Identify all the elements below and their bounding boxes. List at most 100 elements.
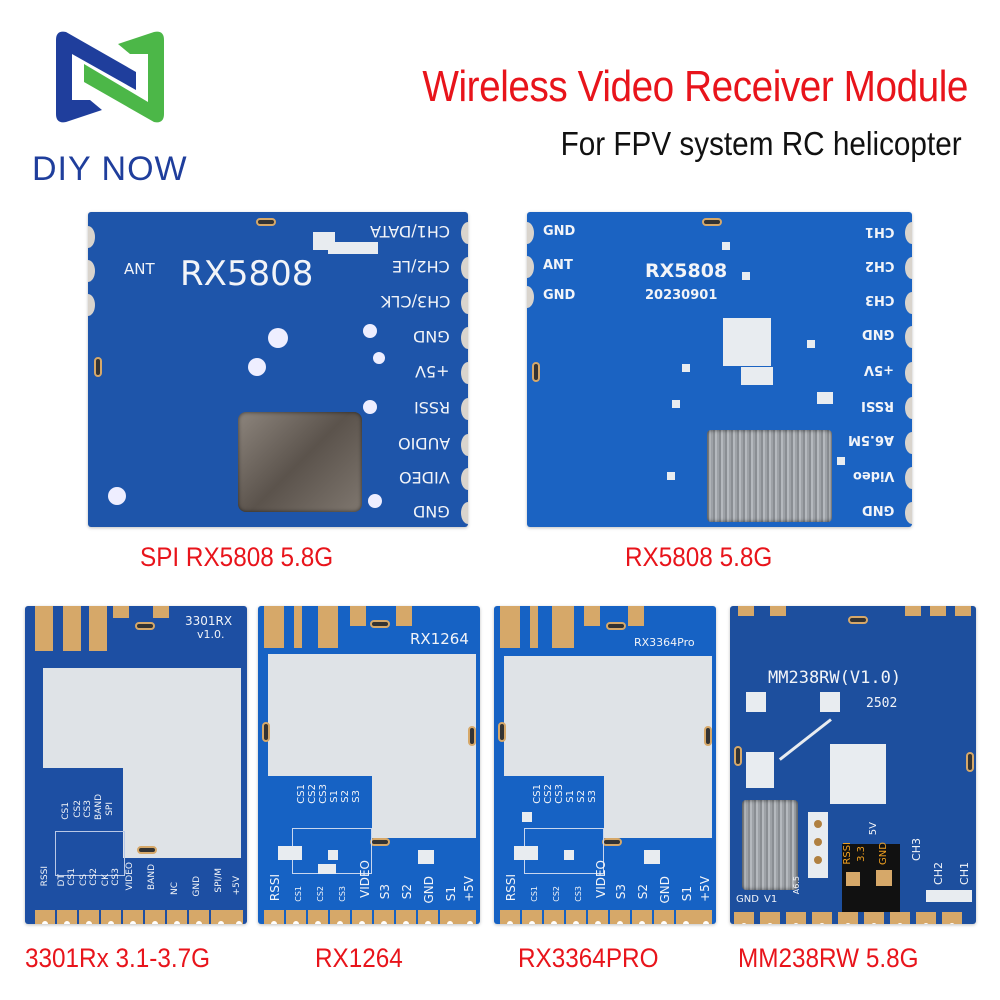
pin-label: CH3 [910,838,923,861]
pin-label: GND [658,876,672,904]
pin-label: GND [413,502,450,521]
pin-label: DT [57,874,67,887]
pin-label: VIDEO [358,860,372,899]
pin-label: RSSI [413,398,450,417]
product-image-spi-rx5808: ANT RX5808 CH1/DATA CH2/LE CH3/CLK GND +… [88,212,468,527]
pin-label: RSSI [861,398,894,413]
pin-label: S1 [444,886,458,902]
pin-label: CH3/CLK [380,292,450,311]
pin-label: VIDEO [399,468,450,487]
board-label-ant: ANT [124,260,155,278]
product-caption-spi-rx5808: SPI RX5808 5.8G [140,542,334,572]
pin-label: CS [79,874,89,886]
pin-label: S2 [636,884,650,900]
board-label-model: RX3364Pro [634,636,695,649]
pin-label: CS2 [89,868,99,886]
board-label-model: RX1264 [410,630,469,648]
pin-label: CS2 [316,886,325,902]
pin-label: +5V [462,876,476,902]
board-label-date: 2502 [866,696,898,711]
pin-label: CS1 [530,886,539,902]
pin-label: CH1 [864,224,894,239]
pin-label: Video [852,468,894,483]
rf-shield [707,430,832,522]
pin-label: AUDIO [397,434,450,453]
pin-label: RSSI [268,874,282,902]
top-pin-label: CS3 [318,784,329,804]
pin-label: GND [861,326,894,341]
top-pin-label: S1 [565,790,576,803]
pin-label: A6.5M [847,432,894,447]
pin-label: S3 [614,884,628,900]
top-pin-label: CS1 [296,784,307,804]
left-pin-label: GND [543,224,576,239]
top-pin-label: S2 [576,790,587,803]
pin-label: CH1 [958,862,971,885]
product-caption-rx5808: RX5808 5.8G [625,542,773,572]
pin-label: S1 [680,886,694,902]
pin-label: RSSI [40,866,50,887]
pin-label: +5V [698,876,712,902]
pin-label: NC [170,882,180,896]
board-label-model: RX5808 [180,254,314,294]
pin-label: CK [101,874,111,887]
board-label-model: 3301RX [185,614,233,628]
top-pins: CS1 [61,802,71,820]
pin-label: CH1/DATA [370,222,450,241]
board-label-model: RX5808 [645,260,728,282]
board-label-model: MM238RW(V1.0) [768,668,902,688]
product-image-3301rx: 3301RX v1.0. CS1 CS2 CS3 BAND SPI RSSI D… [25,606,247,924]
top-pin-label: CS2 [307,784,318,804]
top-pin-label: SPI [105,802,115,816]
product-caption-rx1264: RX1264 [315,943,403,973]
page-subtitle: For FPV system RC helicopter [560,125,962,162]
product-image-rx5808: GND ANT GND RX5808 20230901 CH1 CH2 CH3 … [527,212,912,527]
pin-label: SPI/M [214,868,224,893]
top-pin-label: CS3 [554,784,565,804]
pin-label: CH2/LE [392,257,450,276]
chip-pad [723,318,771,366]
top-pin-label: S3 [587,790,598,803]
top-pin-label: CS3 [83,800,93,818]
pin-label: CS3 [574,886,583,902]
brand-name: DIY NOW [32,150,188,189]
jumper-label: 5V [868,822,879,836]
top-pin-label: S2 [340,790,351,803]
brand-name-part2: OW [127,150,188,188]
top-pin-label: CS2 [73,800,83,818]
pin-label: GND [413,327,450,346]
pin-label: +5V [864,362,894,377]
chip-pad [830,744,886,804]
page-title: Wireless Video Receiver Module [422,62,968,111]
top-pin-label: CS1 [532,784,543,804]
top-pin-label: S3 [351,790,362,803]
pin-label: GND [422,876,436,904]
pin-label: GND [861,502,894,517]
product-caption-rx3364pro: RX3364PRO [518,943,659,973]
pin-label: +5V [232,876,242,896]
pin-label: S3 [378,884,392,900]
brand-logo [50,28,170,128]
jumper-label: 3.3 [856,846,867,862]
pin-label: RSSI [504,874,518,902]
rf-shield [742,800,798,890]
top-pin-label: S1 [329,790,340,803]
pin-label: CH2 [864,258,894,273]
rf-shield [238,412,362,512]
pin-label: CS3 [111,868,121,886]
product-caption-mm238rw: MM238RW 5.8G [738,943,919,973]
pin-label: CS1 [294,886,303,902]
pin-label: BAND [147,864,157,890]
pin-label: S2 [400,884,414,900]
pin-label: GND [736,894,759,905]
pin-label: GND [192,876,202,897]
pin-label: VIDEO [594,860,608,899]
pin-label: V1 [764,894,778,905]
product-image-mm238rw: MM238RW(V1.0) 2502 RSSI 3.3 5V GND GND V… [730,606,976,924]
diy-now-n-logo-icon [56,31,164,123]
pin-label: +5V [415,362,450,381]
brand-name-part1: DIY N [32,150,128,188]
top-pin-label: BAND [94,794,104,820]
pin-label: CS1 [67,868,77,886]
pin-label: CS2 [552,886,561,902]
